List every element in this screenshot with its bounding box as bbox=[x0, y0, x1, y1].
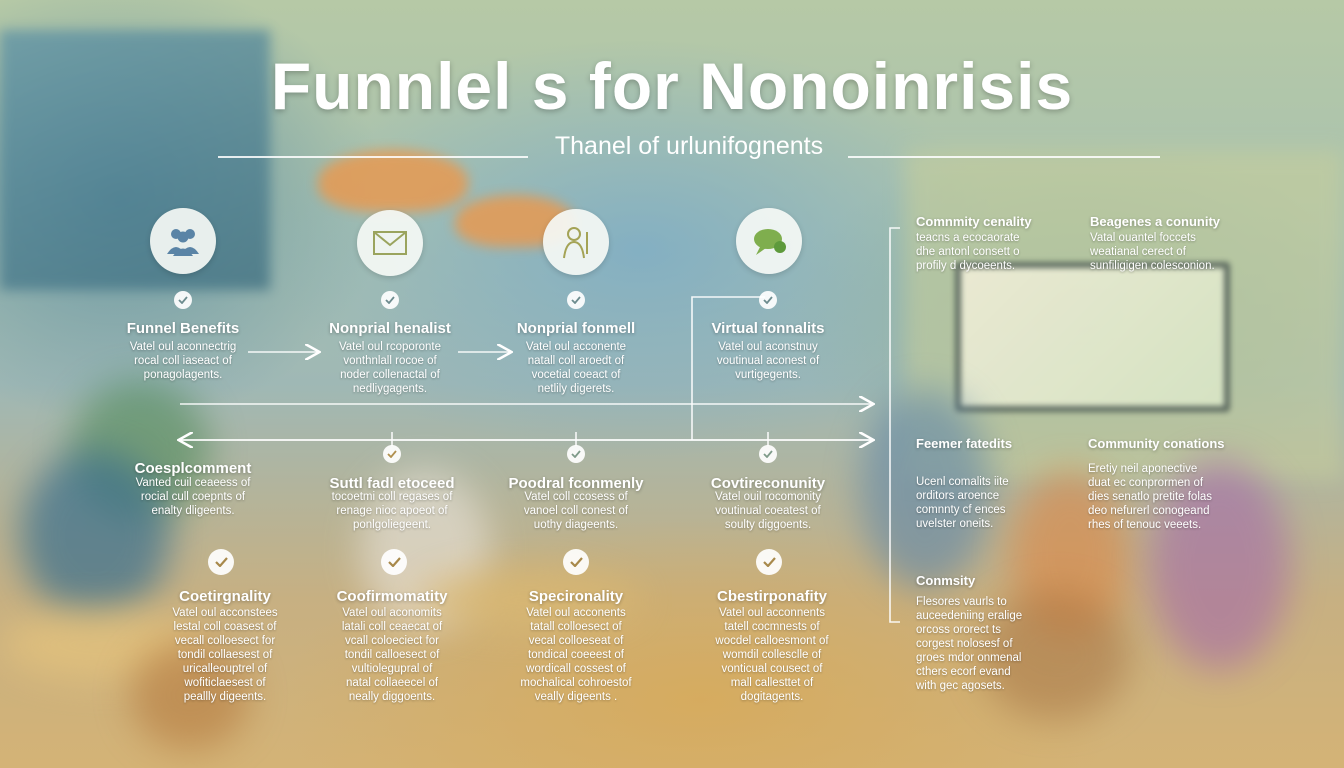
side-body: Eretiy neil aponective duat ec conprorme… bbox=[1088, 463, 1213, 531]
node-body: Vatel oul aconstnuy voutinual aconest of… bbox=[716, 341, 820, 381]
subtitle-divider-right bbox=[848, 156, 1160, 158]
node-title: Specironality bbox=[528, 588, 624, 605]
side-title: Beagenes a conunity bbox=[1090, 214, 1221, 229]
check-icon bbox=[759, 291, 777, 309]
node-title: Virtual fonnalits bbox=[711, 320, 825, 337]
background-chair bbox=[130, 640, 250, 750]
node-body: Vatel oul rcoporonte vonthnlall rocoe of… bbox=[338, 341, 442, 395]
side-body: teacns a ecocaorate dhe antonl consett o… bbox=[916, 232, 1020, 272]
check-icon bbox=[208, 549, 234, 575]
subtitle-divider-left bbox=[218, 156, 528, 158]
node-title: Coetirgnality bbox=[179, 588, 271, 605]
node-title: Funnel Benefits bbox=[126, 320, 240, 337]
node-title: Coesplcomment bbox=[134, 460, 252, 477]
check-icon bbox=[174, 291, 192, 309]
node-body: Vatel oul acconstees lestal coll coasest… bbox=[172, 607, 278, 703]
node-body: Vatel oul acconents tatall colloesect of… bbox=[520, 607, 632, 703]
node-title: Coofirmomatity bbox=[336, 588, 448, 605]
diagram-title: Funnlel s for Nonoinrisis bbox=[270, 49, 1074, 123]
connector-branch bbox=[691, 296, 765, 440]
side-title: Comnmity cenality bbox=[916, 214, 1032, 229]
background-chair bbox=[980, 590, 1130, 720]
side-title: Feemer fatedits bbox=[916, 436, 1013, 451]
side-body: Ucenl comalits iite orditors aroence com… bbox=[916, 476, 1009, 530]
check-icon bbox=[567, 291, 585, 309]
node-body: Vanted cuil ceaeess of rocial cull coepn… bbox=[135, 477, 251, 517]
background-person bbox=[860, 390, 990, 590]
check-icon bbox=[759, 445, 777, 463]
side-title: Community conations bbox=[1088, 436, 1225, 451]
side-body: Flesores vaurls to auceedeniing eralige … bbox=[916, 596, 1023, 692]
people-icon bbox=[150, 208, 216, 274]
subtitle-row: Thanel of urlunifognents bbox=[218, 132, 1160, 162]
background-person bbox=[20, 450, 170, 620]
node-body: Vatel oul aconomits latali coll ceaecat … bbox=[341, 607, 443, 703]
check-icon bbox=[563, 549, 589, 575]
node-title: Cbestirponafity bbox=[716, 588, 827, 605]
background-window bbox=[0, 30, 270, 290]
check-icon bbox=[383, 445, 401, 463]
node-title: Poodral fconmenly bbox=[508, 475, 644, 492]
chat-icon bbox=[736, 208, 802, 274]
person-icon bbox=[543, 209, 609, 275]
node-body: Vatel oul acconente natall coll aroedt o… bbox=[525, 341, 627, 395]
check-icon bbox=[381, 291, 399, 309]
node-title: Covtireconunity bbox=[710, 475, 826, 492]
background-lamp bbox=[318, 150, 468, 212]
node-body: Vatel ouil rocomonity voutinual coeatest… bbox=[715, 491, 821, 531]
node-title: Nonprial fonmell bbox=[516, 320, 636, 337]
check-icon bbox=[381, 549, 407, 575]
node-body: Vatel oul acconnents tatell cocmnests of… bbox=[715, 607, 829, 703]
node-title: Suttl fadl etoceed bbox=[329, 475, 455, 492]
right-bracket bbox=[889, 227, 900, 623]
check-icon bbox=[567, 445, 585, 463]
node-body: Vatel coll ccosess of vanoel coll conest… bbox=[523, 491, 629, 531]
node-body: Vatel oul aconnectrig rocal coll iaseact… bbox=[129, 341, 237, 381]
background-table bbox=[420, 570, 640, 630]
background-display-screen bbox=[955, 262, 1230, 412]
background-person bbox=[1150, 460, 1290, 670]
diagram-subtitle: Thanel of urlunifognents bbox=[554, 132, 824, 160]
node-body: tocoetmi coll regases of renage nioc apo… bbox=[331, 491, 453, 531]
envelope-icon bbox=[357, 210, 423, 276]
node-title: Nonprial henalist bbox=[329, 320, 451, 337]
check-icon bbox=[756, 549, 782, 575]
side-title: Conmsity bbox=[916, 573, 976, 588]
side-body: Vatal ouantel foccets weatianal cerect o… bbox=[1090, 232, 1215, 272]
